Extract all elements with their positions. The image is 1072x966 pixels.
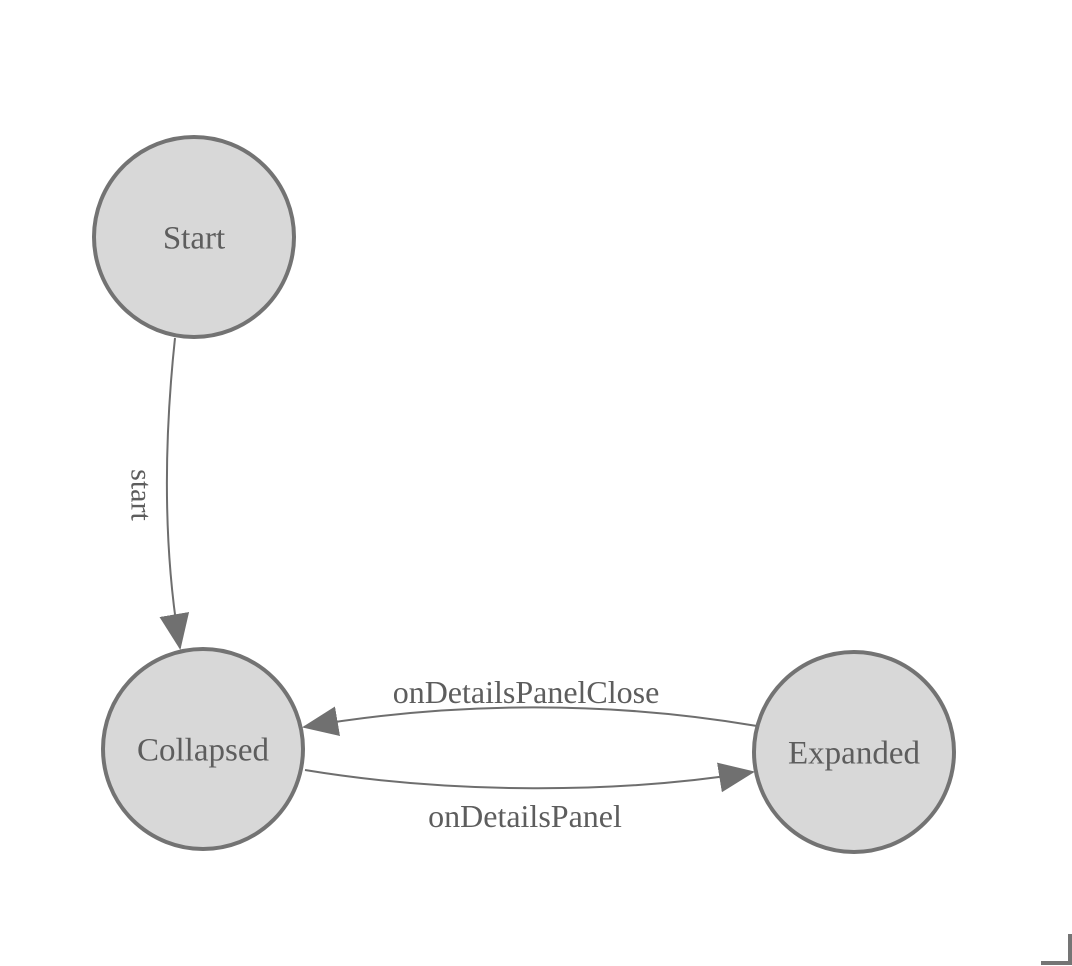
state-node-collapsed-label: Collapsed — [137, 733, 269, 769]
scroll-corner-mark-icon — [1041, 934, 1072, 965]
state-node-start-label: Start — [163, 221, 225, 257]
edge-start-to-collapsed — [159, 337, 190, 650]
edge-label-ondetailspanelclose: onDetailsPanelClose — [393, 674, 660, 710]
state-node-collapsed: Collapsed — [101, 647, 305, 851]
state-node-start-circle — [92, 135, 296, 339]
state-node-expanded-circle — [752, 650, 956, 854]
edge-collapsed-to-expanded — [304, 762, 755, 793]
state-node-collapsed-circle — [101, 647, 305, 851]
state-node-expanded-label: Expanded — [788, 736, 920, 772]
edge-label-ondetailspanel: onDetailsPanel — [428, 798, 622, 834]
state-node-start: Start — [92, 135, 296, 339]
state-node-expanded: Expanded — [752, 650, 956, 854]
edge-label-start: start — [125, 469, 158, 521]
edge-expanded-to-collapsed — [302, 706, 758, 737]
